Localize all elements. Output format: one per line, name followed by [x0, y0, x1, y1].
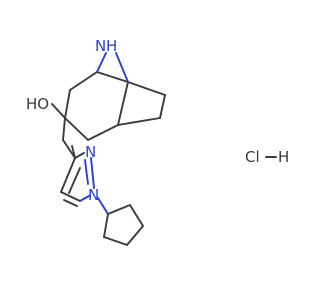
chloride-label: Cl: [245, 148, 260, 166]
bond-c2-c3: [64, 89, 71, 119]
bond-c3-c4pz: [60, 157, 76, 193]
bond-c9-c5: [117, 117, 161, 126]
bond-c3-n2: [71, 145, 76, 159]
bond-c6-c8: [127, 81, 166, 96]
pyrazole-n1-label: N: [88, 186, 99, 204]
hydroxy-methyl-substituent: [51, 103, 76, 159]
bond-c5-c4pz-double: [63, 199, 78, 207]
bond-cp3-cp4: [126, 225, 144, 246]
bond-c3-c4pz-double: [68, 167, 81, 194]
bond-c3-ring-link: [74, 152, 85, 159]
bond-c4-c5pz: [60, 191, 81, 202]
bond-c3-c4: [64, 117, 89, 141]
bond-cp2-cp3: [129, 204, 144, 227]
bond-n1-n2: [90, 157, 95, 189]
bond-c3-ch2: [62, 117, 66, 141]
molecule-structure: N H HO N N Cl H: [26, 37, 289, 246]
bond-n-c6: [115, 52, 129, 83]
bond-c5-c6: [117, 81, 129, 126]
bond-c1-c2: [69, 71, 98, 91]
bond-c8-c9: [159, 94, 166, 119]
bridge-nitrogen-label: N: [95, 37, 106, 55]
bond-cp5-cp1: [103, 213, 109, 238]
bond-c6-c7: [96, 71, 129, 83]
pyrazole-n2-label: N: [85, 143, 96, 161]
bond-c5-n1: [79, 195, 90, 202]
azabicyclooctane-core: [64, 52, 166, 141]
bond-c3-oh: [51, 103, 66, 119]
bond-ch2-c3pz: [62, 139, 76, 159]
bond-cp1-cp2: [107, 204, 131, 215]
bond-n2-c3-double: [84, 159, 89, 185]
bridge-hydrogen-label: H: [106, 37, 117, 55]
hydroxyl-label: HO: [26, 95, 49, 113]
bond-n-c1: [96, 52, 107, 73]
bond-c4-c5: [87, 124, 119, 141]
pyrazole-ring: [60, 145, 95, 207]
bond-cp4-cp5: [103, 236, 128, 246]
bond-n1-cp: [97, 197, 109, 215]
chloride-hydrogen-label: H: [278, 148, 289, 166]
cyclopentyl-ring: [97, 197, 144, 246]
